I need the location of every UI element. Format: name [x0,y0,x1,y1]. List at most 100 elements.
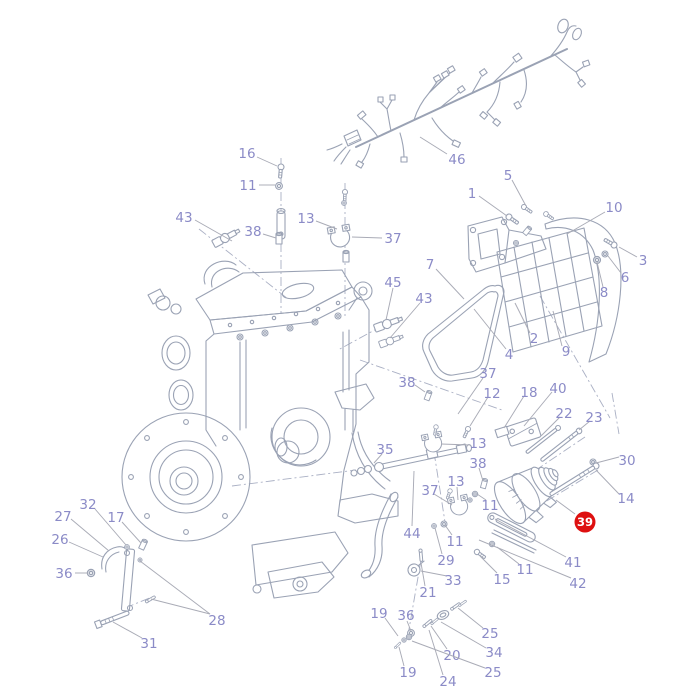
callout-39-selected[interactable]: 39 [555,499,596,533]
callout-37[interactable]: 37 [351,231,402,247]
callout-25[interactable]: 25 [457,607,499,642]
callout-43[interactable]: 43 [175,210,233,242]
leader-line [435,268,465,300]
callout-38[interactable]: 38 [244,224,277,240]
leader-line [596,261,604,288]
callout-number: 11 [481,498,498,514]
leader-line [457,607,484,629]
callout-11-4[interactable]: 11 [496,546,534,578]
leader-line [478,467,484,482]
callout-28[interactable]: 28 [139,560,226,629]
leader-line [618,246,638,258]
callout-number: 1 [468,186,477,202]
leader-line [150,598,211,615]
callout-number: 38 [398,375,415,391]
callout-16[interactable]: 16 [238,146,278,167]
leader-line [473,308,507,350]
callout-2[interactable]: 2 [514,302,538,347]
callout-1[interactable]: 1 [468,186,508,217]
callout-3[interactable]: 3 [618,246,647,269]
callout-35[interactable]: 35 [373,442,394,464]
callout-31[interactable]: 31 [112,621,158,652]
leader-line [552,310,563,347]
callout-number: 13 [297,211,314,227]
callout-38-3[interactable]: 38 [469,456,487,482]
callout-19[interactable]: 19 [370,606,399,637]
callout-41[interactable]: 41 [494,518,582,571]
callout-21[interactable]: 21 [419,562,437,601]
mounting-bracket [467,216,547,273]
callout-43-2[interactable]: 43 [389,291,433,339]
callout-number: 28 [208,613,225,629]
callout-33[interactable]: 33 [420,570,462,589]
callout-13-3[interactable]: 13 [447,474,465,501]
callout-22[interactable]: 22 [540,406,573,437]
leader-line [351,236,383,239]
callout-13[interactable]: 13 [297,211,338,230]
leader-line [555,499,576,515]
callout-10[interactable]: 10 [566,200,623,235]
leader-line [70,518,110,552]
callout-7[interactable]: 7 [426,257,465,300]
callout-23[interactable]: 23 [578,410,603,431]
callout-number: 38 [244,224,261,240]
callout-11[interactable]: 11 [239,178,275,194]
callout-11-2[interactable]: 11 [476,493,499,514]
callout-13-2[interactable]: 13 [440,436,487,452]
callout-number: 5 [504,168,513,184]
callout-27[interactable]: 27 [54,509,110,552]
leader-line [112,621,143,639]
callout-25-2[interactable]: 25 [411,640,502,681]
callout-44[interactable]: 44 [403,470,421,542]
callout-38-2[interactable]: 38 [398,375,426,393]
leader-line [540,416,561,437]
callout-17[interactable]: 17 [107,510,142,544]
leader-line [262,233,277,239]
callout-number: 16 [238,146,255,162]
callout-37-3[interactable]: 37 [421,483,453,506]
callout-14[interactable]: 14 [595,469,635,507]
callout-number: 15 [493,572,510,588]
callout-15[interactable]: 15 [479,555,511,588]
callout-29[interactable]: 29 [434,527,455,569]
leader-line [566,211,606,235]
callout-37-2[interactable]: 37 [457,366,497,415]
callout-45[interactable]: 45 [384,275,402,321]
callout-36[interactable]: 36 [55,566,88,582]
callout-46[interactable]: 46 [419,136,466,168]
callout-number: 12 [483,386,500,402]
callout-36-2[interactable]: 36 [397,608,415,632]
callout-40[interactable]: 40 [523,381,567,427]
callout-number: 43 [175,210,192,226]
leader-line [440,621,487,649]
callout-32[interactable]: 32 [79,497,127,546]
callout-number: 46 [448,152,465,168]
callout-11-3[interactable]: 11 [444,524,464,550]
engine-assembly [147,260,399,599]
callout-4[interactable]: 4 [473,308,513,363]
callout-20[interactable]: 20 [430,625,461,664]
leader-line [434,527,443,555]
callout-34[interactable]: 34 [440,621,503,661]
leader-line [456,486,459,501]
callout-number: 25 [481,626,498,642]
callout-30[interactable]: 30 [595,453,636,469]
callout-8[interactable]: 8 [596,261,608,301]
callout-18[interactable]: 18 [503,385,538,429]
wiring-harness [326,18,591,169]
callout-12[interactable]: 12 [469,386,501,427]
callout-24[interactable]: 24 [428,629,457,690]
callout-5[interactable]: 5 [504,168,527,207]
leader-line [121,521,142,544]
leader-line [256,156,278,167]
callout-9[interactable]: 9 [552,310,570,360]
callout-19-2[interactable]: 19 [398,646,417,681]
leader-line [479,555,498,574]
callout-26[interactable]: 26 [51,532,104,558]
callout-42[interactable]: 42 [478,539,587,592]
callout-number: 31 [140,636,157,652]
leader-line [469,396,489,427]
callout-number: 14 [617,491,634,507]
callout-6[interactable]: 6 [607,255,629,286]
